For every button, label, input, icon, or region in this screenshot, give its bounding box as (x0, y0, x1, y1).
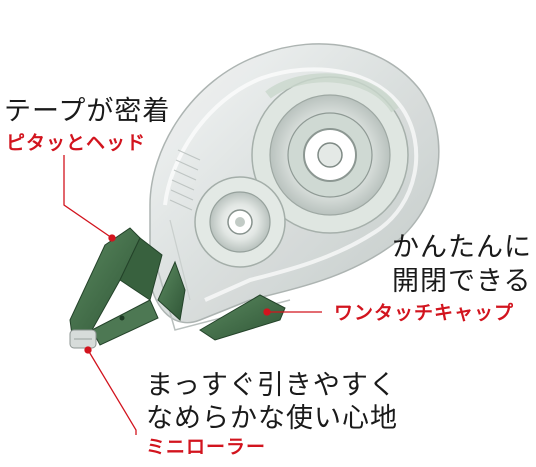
mini-roller (69, 329, 97, 349)
leader-lines (63, 155, 322, 435)
one-touch-cap (157, 260, 286, 341)
leader-dot-right (263, 308, 271, 316)
leader-line-bottom (87, 349, 137, 435)
bottom-feature-label: ミニローラー (146, 436, 267, 458)
pita-head (69, 227, 163, 346)
top-feature-label: ピタッとヘッド (6, 132, 147, 154)
right-heading-line-2: 開閉できる (392, 266, 532, 297)
leader-dot-bottom (84, 346, 92, 354)
right-feature-label: ワンタッチキャップ (334, 302, 515, 324)
leader-line-top (63, 155, 113, 239)
top-heading: テープが密着 (4, 96, 171, 127)
bottom-heading-line-1: まっすぐ引きやすく (146, 370, 397, 401)
small-spool (194, 176, 286, 268)
right-heading-line-1: かんたんに (392, 232, 532, 263)
bottom-heading-line-2: なめらかな使い心地 (146, 403, 398, 434)
large-spool (251, 73, 409, 234)
leader-dot-top (108, 234, 116, 242)
grip-ribs (169, 149, 201, 211)
